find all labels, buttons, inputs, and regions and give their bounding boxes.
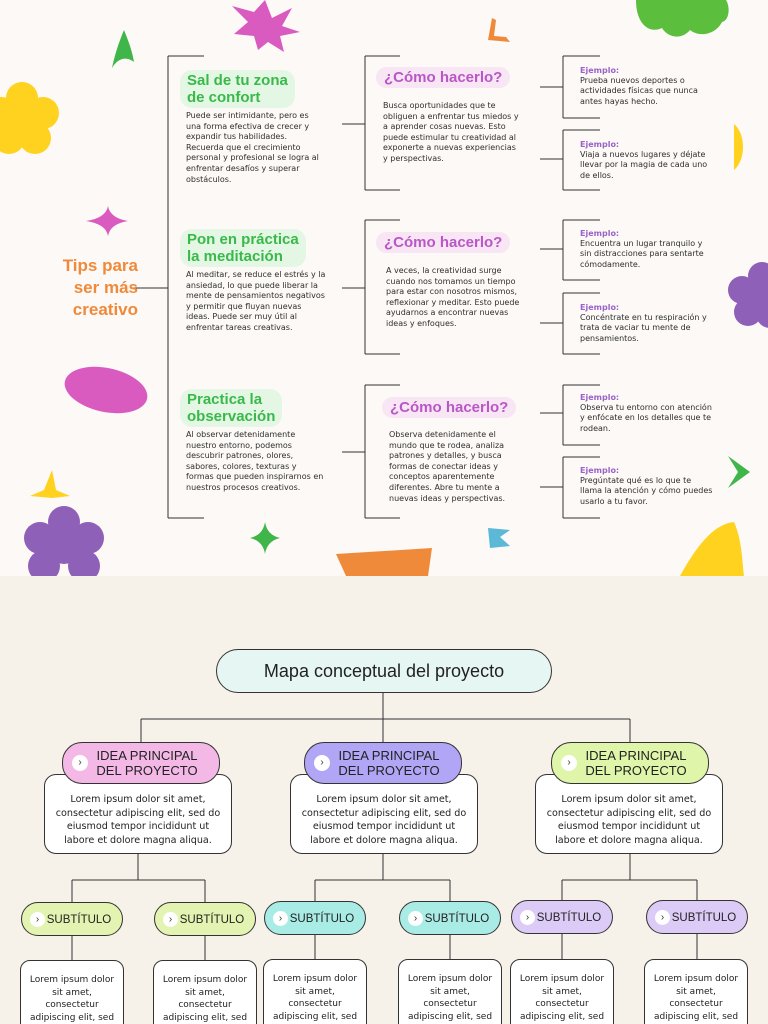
subtitle-node: › SUBTÍTULO <box>154 902 256 936</box>
chevron-right-icon: › <box>273 911 288 926</box>
example-text: Pregúntate qué es lo que te llama la ate… <box>580 476 713 506</box>
subtitle-node: › SUBTÍTULO <box>264 901 366 935</box>
how-to-text: Busca oportunidades que te obliguen a en… <box>383 101 519 163</box>
subtitle-label: SUBTÍTULO <box>179 914 245 926</box>
blue-flag-icon <box>488 528 510 548</box>
example-text: Prueba nuevos deportes o actividades fís… <box>580 76 698 106</box>
subtitle-description: Lorem ipsum dolor sit amet, consectetur … <box>153 960 257 1024</box>
title-line: Tips para <box>62 256 138 275</box>
green-leaf-icon <box>112 30 134 68</box>
tip-description: Al observar detenidamente nuestro entorn… <box>186 430 324 492</box>
green-chevron-icon <box>728 456 750 488</box>
tip-heading: Pon en práctica la meditación <box>180 229 306 267</box>
chevron-right-icon: › <box>561 755 577 771</box>
tip-heading-line: de confort <box>187 89 261 106</box>
orange-trapezoid-icon <box>336 548 432 576</box>
idea-description: Lorem ipsum dolor sit amet, consectetur … <box>44 774 232 854</box>
yellow-half-icon <box>734 124 743 170</box>
how-to-label: ¿Cómo hacerlo? <box>376 67 511 88</box>
pink-ellipse-icon <box>64 366 148 414</box>
tip-heading-line: observación <box>187 408 276 425</box>
concept-map: Mapa conceptual del proyecto Lorem ipsum… <box>0 576 768 1024</box>
example-label: Ejemplo: <box>580 303 620 312</box>
subtitle-label: SUBTÍTULO <box>289 913 355 925</box>
idea-node: › IDEA PRINCIPAL DEL PROYECTO <box>304 742 462 784</box>
subtitle-node: › SUBTÍTULO <box>21 902 123 936</box>
concept-map-title: Mapa conceptual del proyecto <box>216 649 552 693</box>
how-to-text: Observa detenidamente el mundo que te ro… <box>389 430 506 503</box>
idea-label-line: IDEA PRINCIPAL <box>96 748 198 763</box>
how-to-label: ¿Cómo hacerlo? <box>382 397 517 418</box>
example-text: Encuentra un lugar tranquilo y sin distr… <box>580 239 704 269</box>
tip-heading-line: Sal de tu zona <box>187 72 288 89</box>
idea-label-line: DEL PROYECTO <box>338 763 440 778</box>
pink-star-icon <box>232 0 300 52</box>
yellow-burst-icon <box>30 470 70 498</box>
subtitle-description: Lorem ipsum dolor sit amet, consectetur … <box>510 959 614 1024</box>
chevron-right-icon: › <box>72 755 88 771</box>
purple-flower-bottom-icon <box>24 506 104 576</box>
how-to-text: A veces, la creatividad surge cuando nos… <box>386 266 520 328</box>
tip-heading-line: la meditación <box>187 248 283 265</box>
chevron-right-icon: › <box>163 912 178 927</box>
tip-heading: Sal de tu zona de confort <box>180 70 295 108</box>
decorative-shapes <box>0 0 768 576</box>
chevron-right-icon: › <box>520 910 535 925</box>
title-line: creativo <box>72 300 138 319</box>
idea-description: Lorem ipsum dolor sit amet, consectetur … <box>535 774 723 854</box>
subtitle-label: SUBTÍTULO <box>671 912 737 924</box>
yellow-flower-icon <box>0 82 59 154</box>
idea-description: Lorem ipsum dolor sit amet, consectetur … <box>290 774 478 854</box>
concept-map-lines <box>71 692 698 960</box>
example-label: Ejemplo: <box>580 393 620 402</box>
idea-label-line: DEL PROYECTO <box>96 763 198 778</box>
subtitle-label: SUBTÍTULO <box>424 913 490 925</box>
how-to-label: ¿Cómo hacerlo? <box>376 232 511 253</box>
idea-label-line: IDEA PRINCIPAL <box>338 748 440 763</box>
yellow-triangle-icon <box>680 522 744 576</box>
tip-heading: Practica la observación <box>180 389 283 427</box>
subtitle-description: Lorem ipsum dolor sit amet, consectetur … <box>263 959 367 1024</box>
title-line: ser más <box>73 278 138 297</box>
orange-boomerang-icon <box>488 18 510 42</box>
example-text: Concéntrate en tu respiración y trata de… <box>580 313 707 343</box>
example-label: Ejemplo: <box>580 229 620 238</box>
tip-heading-line: Practica la <box>187 391 263 408</box>
idea-node: › IDEA PRINCIPAL DEL PROYECTO <box>551 742 709 784</box>
tip-description: Al meditar, se reduce el estrés y la ans… <box>186 270 326 332</box>
tip-description: Puede ser intimidante, pero es una forma… <box>186 111 319 184</box>
subtitle-node: › SUBTÍTULO <box>646 900 748 934</box>
idea-node: › IDEA PRINCIPAL DEL PROYECTO <box>62 742 220 784</box>
green-blob-icon <box>636 0 729 37</box>
chevron-right-icon: › <box>655 910 670 925</box>
subtitle-node: › SUBTÍTULO <box>399 901 501 935</box>
example-label: Ejemplo: <box>580 66 620 75</box>
chevron-right-icon: › <box>314 755 330 771</box>
subtitle-node: › SUBTÍTULO <box>511 900 613 934</box>
example-label: Ejemplo: <box>580 140 620 149</box>
subtitle-description: Lorem ipsum dolor sit amet, consectetur … <box>20 960 124 1024</box>
idea-label-line: DEL PROYECTO <box>585 763 687 778</box>
example-text: Observa tu entorno con atención y enfóca… <box>580 403 712 433</box>
example-label: Ejemplo: <box>580 466 620 475</box>
tips-infographic: Tips para ser más creativo Sal de tu zon… <box>0 0 768 576</box>
infographic-title: Tips para ser más creativo <box>18 255 138 321</box>
subtitle-description: Lorem ipsum dolor sit amet, consectetur … <box>644 959 748 1024</box>
green-sparkle-icon <box>250 522 280 554</box>
subtitle-label: SUBTÍTULO <box>46 914 112 926</box>
idea-label-line: IDEA PRINCIPAL <box>585 748 687 763</box>
example-text: Viaja a nuevos lugares y déjate llevar p… <box>580 150 708 180</box>
subtitle-description: Lorem ipsum dolor sit amet, consectetur … <box>398 959 502 1024</box>
pink-sparkle-icon <box>86 206 128 236</box>
chevron-right-icon: › <box>30 912 45 927</box>
tree-lines <box>130 55 600 519</box>
subtitle-label: SUBTÍTULO <box>536 912 602 924</box>
tip-heading-line: Pon en práctica <box>187 231 299 248</box>
purple-flower-icon <box>728 262 768 328</box>
chevron-right-icon: › <box>408 911 423 926</box>
